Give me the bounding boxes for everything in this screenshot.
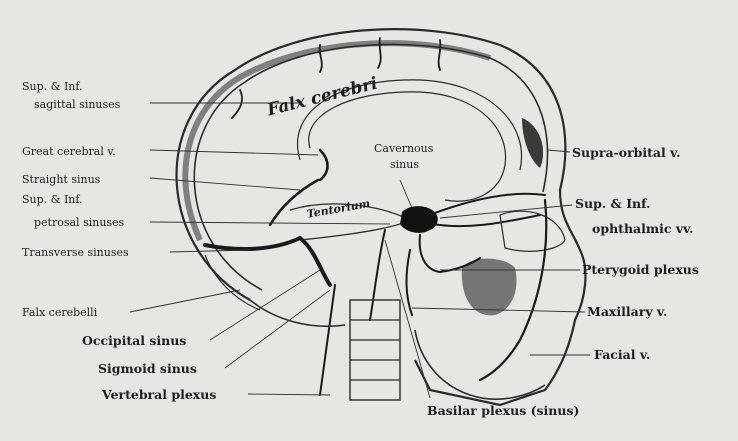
label-great-cerebral: Great cerebral v. [22,145,116,158]
label-petrosal-line2: petrosal sinuses [34,216,125,229]
label-supra-orbital: Supra-orbital v. [572,145,680,160]
label-sagittal-line1: Sup. & Inf. [22,80,83,93]
label-pterygoid-plexus: Pterygoid plexus [582,262,699,277]
label-basilar-plexus: Basilar plexus (sinus) [427,403,579,418]
cavernous-sinus-shape [400,206,438,233]
label-transverse: Transverse sinuses [22,246,129,259]
label-falx-cerebelli: Falx cerebelli [22,306,98,319]
label-maxillary: Maxillary v. [587,304,667,319]
label-ophthalmic-line2: ophthalmic vv. [592,221,693,236]
label-cavernous-line2: sinus [390,158,419,171]
label-petrosal-line1: Sup. & Inf. [22,193,83,206]
label-cavernous-line1: Cavernous [374,142,434,155]
label-straight-sinus: Straight sinus [22,173,101,186]
label-facial: Facial v. [594,347,650,362]
label-sigmoid-sinus: Sigmoid sinus [98,361,197,376]
label-occipital-sinus: Occipital sinus [82,333,186,348]
label-ophthalmic-line1: Sup. & Inf. [575,196,650,211]
label-sagittal-line2: sagittal sinuses [34,98,121,111]
label-vertebral-plexus: Vertebral plexus [101,387,216,402]
